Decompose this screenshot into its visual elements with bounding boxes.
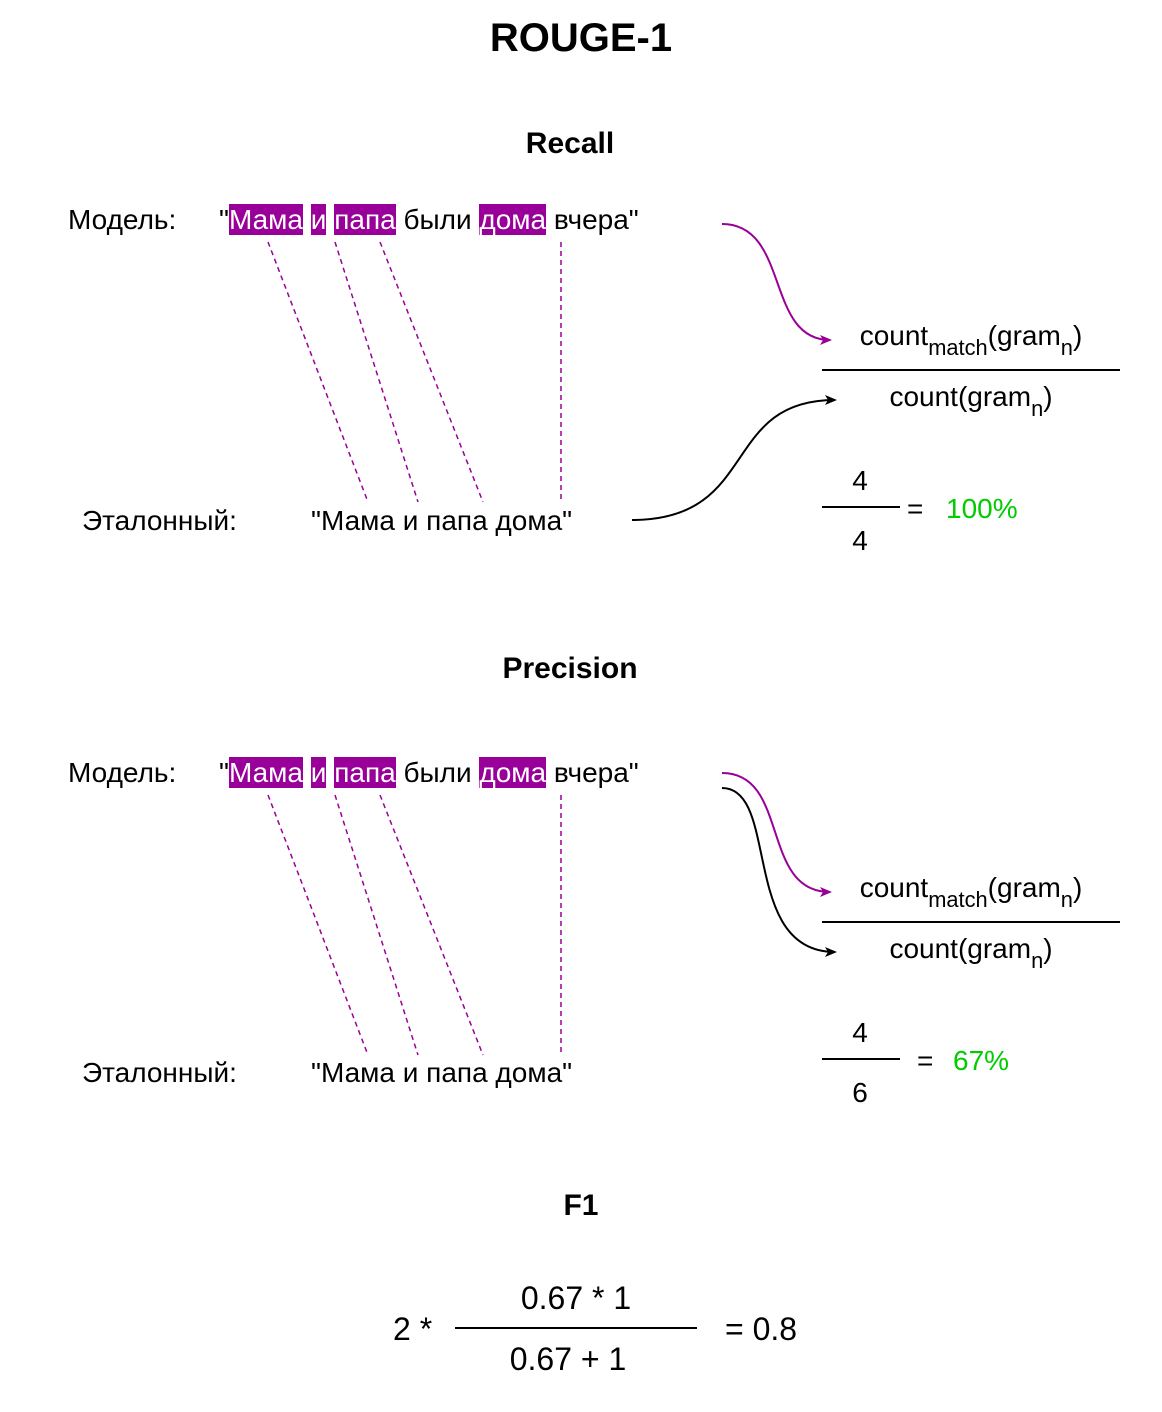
recall-model-sentence: "Мама и папа были дома вчера" [219, 204, 639, 236]
recall-denominator: 4 [852, 525, 868, 556]
recall-match-arrow [721, 223, 832, 345]
sentence-text: были [395, 204, 480, 235]
precision-result: 67% [953, 1045, 1010, 1076]
match-line-i [334, 794, 419, 1056]
matched-word: папа [334, 757, 396, 788]
matched-word: дома [479, 757, 547, 788]
precision-formula-numerator: countmatch(gramn) [859, 872, 1083, 912]
precision-heading: Precision [502, 652, 638, 685]
recall-formula-denominator: count(gramn) [889, 381, 1053, 421]
precision-formula-divider [822, 921, 1120, 923]
matched-word: папа [334, 204, 396, 235]
f1-result: = 0.8 [725, 1311, 798, 1347]
precision-fraction-divider [822, 1058, 900, 1060]
match-line-mama [267, 794, 369, 1056]
match-line-i [334, 241, 419, 503]
recall-equals: = [907, 493, 924, 524]
match-line-papa [379, 241, 484, 503]
matched-word: и [310, 757, 327, 788]
precision-model-sentence: "Мама и папа были дома вчера" [219, 757, 639, 789]
precision-reference-label: Эталонный: [82, 1057, 237, 1088]
precision-numerator: 4 [852, 1017, 868, 1048]
f1-numerator: 0.67 * 1 [520, 1280, 632, 1316]
recall-heading: Recall [525, 127, 615, 160]
recall-reference-label: Эталонный: [82, 505, 237, 536]
matched-word: и [310, 204, 327, 235]
precision-model-label: Модель: [68, 757, 177, 788]
precision-reference-sentence: "Мама и папа дома" [311, 1057, 573, 1088]
f1-denominator: 0.67 + 1 [509, 1341, 627, 1377]
page-title: ROUGE-1 [489, 16, 673, 60]
matched-word: Мама [228, 757, 303, 788]
sentence-text: вчера" [546, 204, 639, 235]
recall-formula-numerator: countmatch(gramn) [859, 320, 1083, 360]
recall-reference-arrow [631, 395, 837, 521]
matched-word: дома [479, 204, 547, 235]
recall-reference-sentence: "Мама и папа дома" [311, 505, 573, 536]
match-line-papa [379, 794, 484, 1056]
f1-divider [455, 1327, 697, 1329]
sentence-text: были [395, 757, 480, 788]
sentence-text: вчера" [546, 757, 639, 788]
sentence-text: " [219, 204, 229, 235]
recall-result: 100% [946, 493, 1018, 524]
sentence-text: " [219, 757, 229, 788]
matched-word: Мама [228, 204, 303, 235]
recall-fraction-divider [822, 506, 900, 508]
f1-prefix: 2 * [393, 1311, 433, 1347]
precision-match-arrow [721, 772, 832, 897]
sentence-text [303, 204, 311, 235]
sentence-text [303, 757, 311, 788]
precision-denominator: 6 [852, 1077, 868, 1108]
precision-equals: = [917, 1045, 934, 1076]
match-line-mama [267, 241, 369, 503]
precision-formula-denominator: count(gramn) [889, 933, 1053, 973]
recall-model-label: Модель: [68, 204, 177, 235]
recall-numerator: 4 [852, 465, 868, 496]
f1-heading: F1 [563, 1189, 599, 1222]
recall-formula-divider [822, 369, 1120, 371]
precision-model-arrow [721, 787, 837, 957]
